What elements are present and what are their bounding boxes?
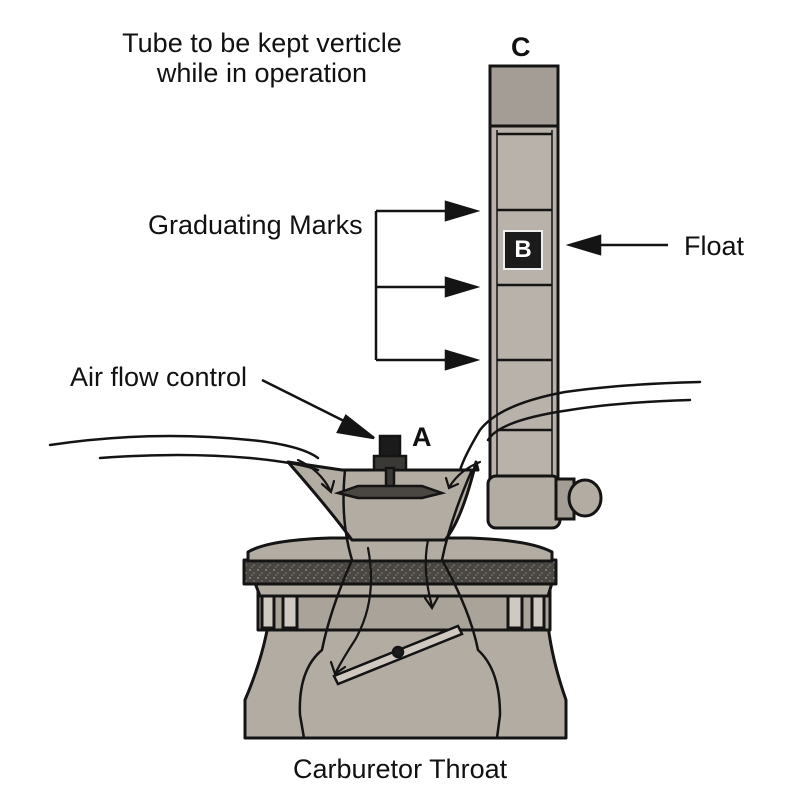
callouts <box>261 200 668 440</box>
air-valve-plate <box>333 484 447 500</box>
upper-funnel <box>286 460 480 542</box>
air-flow-arrowhead <box>336 414 375 440</box>
hose-left-lower <box>98 453 320 472</box>
tube-outer <box>488 64 560 482</box>
label-carburetor-throat: Carburetor Throat <box>293 754 508 784</box>
hose-right-lower <box>486 398 692 442</box>
throat-lower-body <box>243 623 568 740</box>
orientation-note: Tube to be kept verticle while in operat… <box>122 28 402 88</box>
label-air-flow-control: Air flow control <box>70 362 248 392</box>
float-arrowhead <box>565 234 602 256</box>
throat-inner-right <box>440 469 502 739</box>
graduation-arrowhead-top <box>444 200 481 222</box>
air-flow-arrow-line <box>261 378 351 426</box>
float-b: B <box>503 230 543 270</box>
tube-base <box>486 474 562 530</box>
label-float: Float <box>684 231 745 261</box>
flow-arrow-right-entry <box>448 460 482 488</box>
hose-left-upper <box>48 434 320 460</box>
label-c-tube: C <box>511 32 531 62</box>
tube-base-knob <box>567 478 603 518</box>
flow-arrow-right-down <box>424 538 434 608</box>
flow-arrow-left-entry-head <box>320 479 336 495</box>
air-flow-control-screw <box>333 434 447 500</box>
tube-cap <box>488 64 560 128</box>
flow-arrows <box>296 458 482 676</box>
graduation-arrowhead-middle <box>444 276 481 298</box>
flow-arrow-left-entry <box>296 458 332 492</box>
flow-arrow-right-down-head <box>423 595 440 611</box>
screw-head <box>378 434 402 460</box>
label-a-screw: A <box>412 422 432 452</box>
throat-inner-left <box>298 469 354 739</box>
hose-right-upper <box>458 380 702 472</box>
carburetor-body <box>242 460 568 740</box>
throttle-plate <box>332 624 464 686</box>
air-hoses <box>48 380 702 472</box>
upper-flange <box>246 536 554 563</box>
label-graduating-marks: Graduating Marks <box>148 210 363 240</box>
throttle-shaft <box>391 645 405 659</box>
flow-arrow-right-entry-head <box>444 476 460 490</box>
flow-arrow-left-down <box>334 546 373 674</box>
flow-arrow-left-down-head <box>329 660 347 676</box>
graduation-arrowhead-bottom <box>444 349 481 371</box>
flow-tube <box>486 64 603 530</box>
gasket <box>242 558 558 586</box>
